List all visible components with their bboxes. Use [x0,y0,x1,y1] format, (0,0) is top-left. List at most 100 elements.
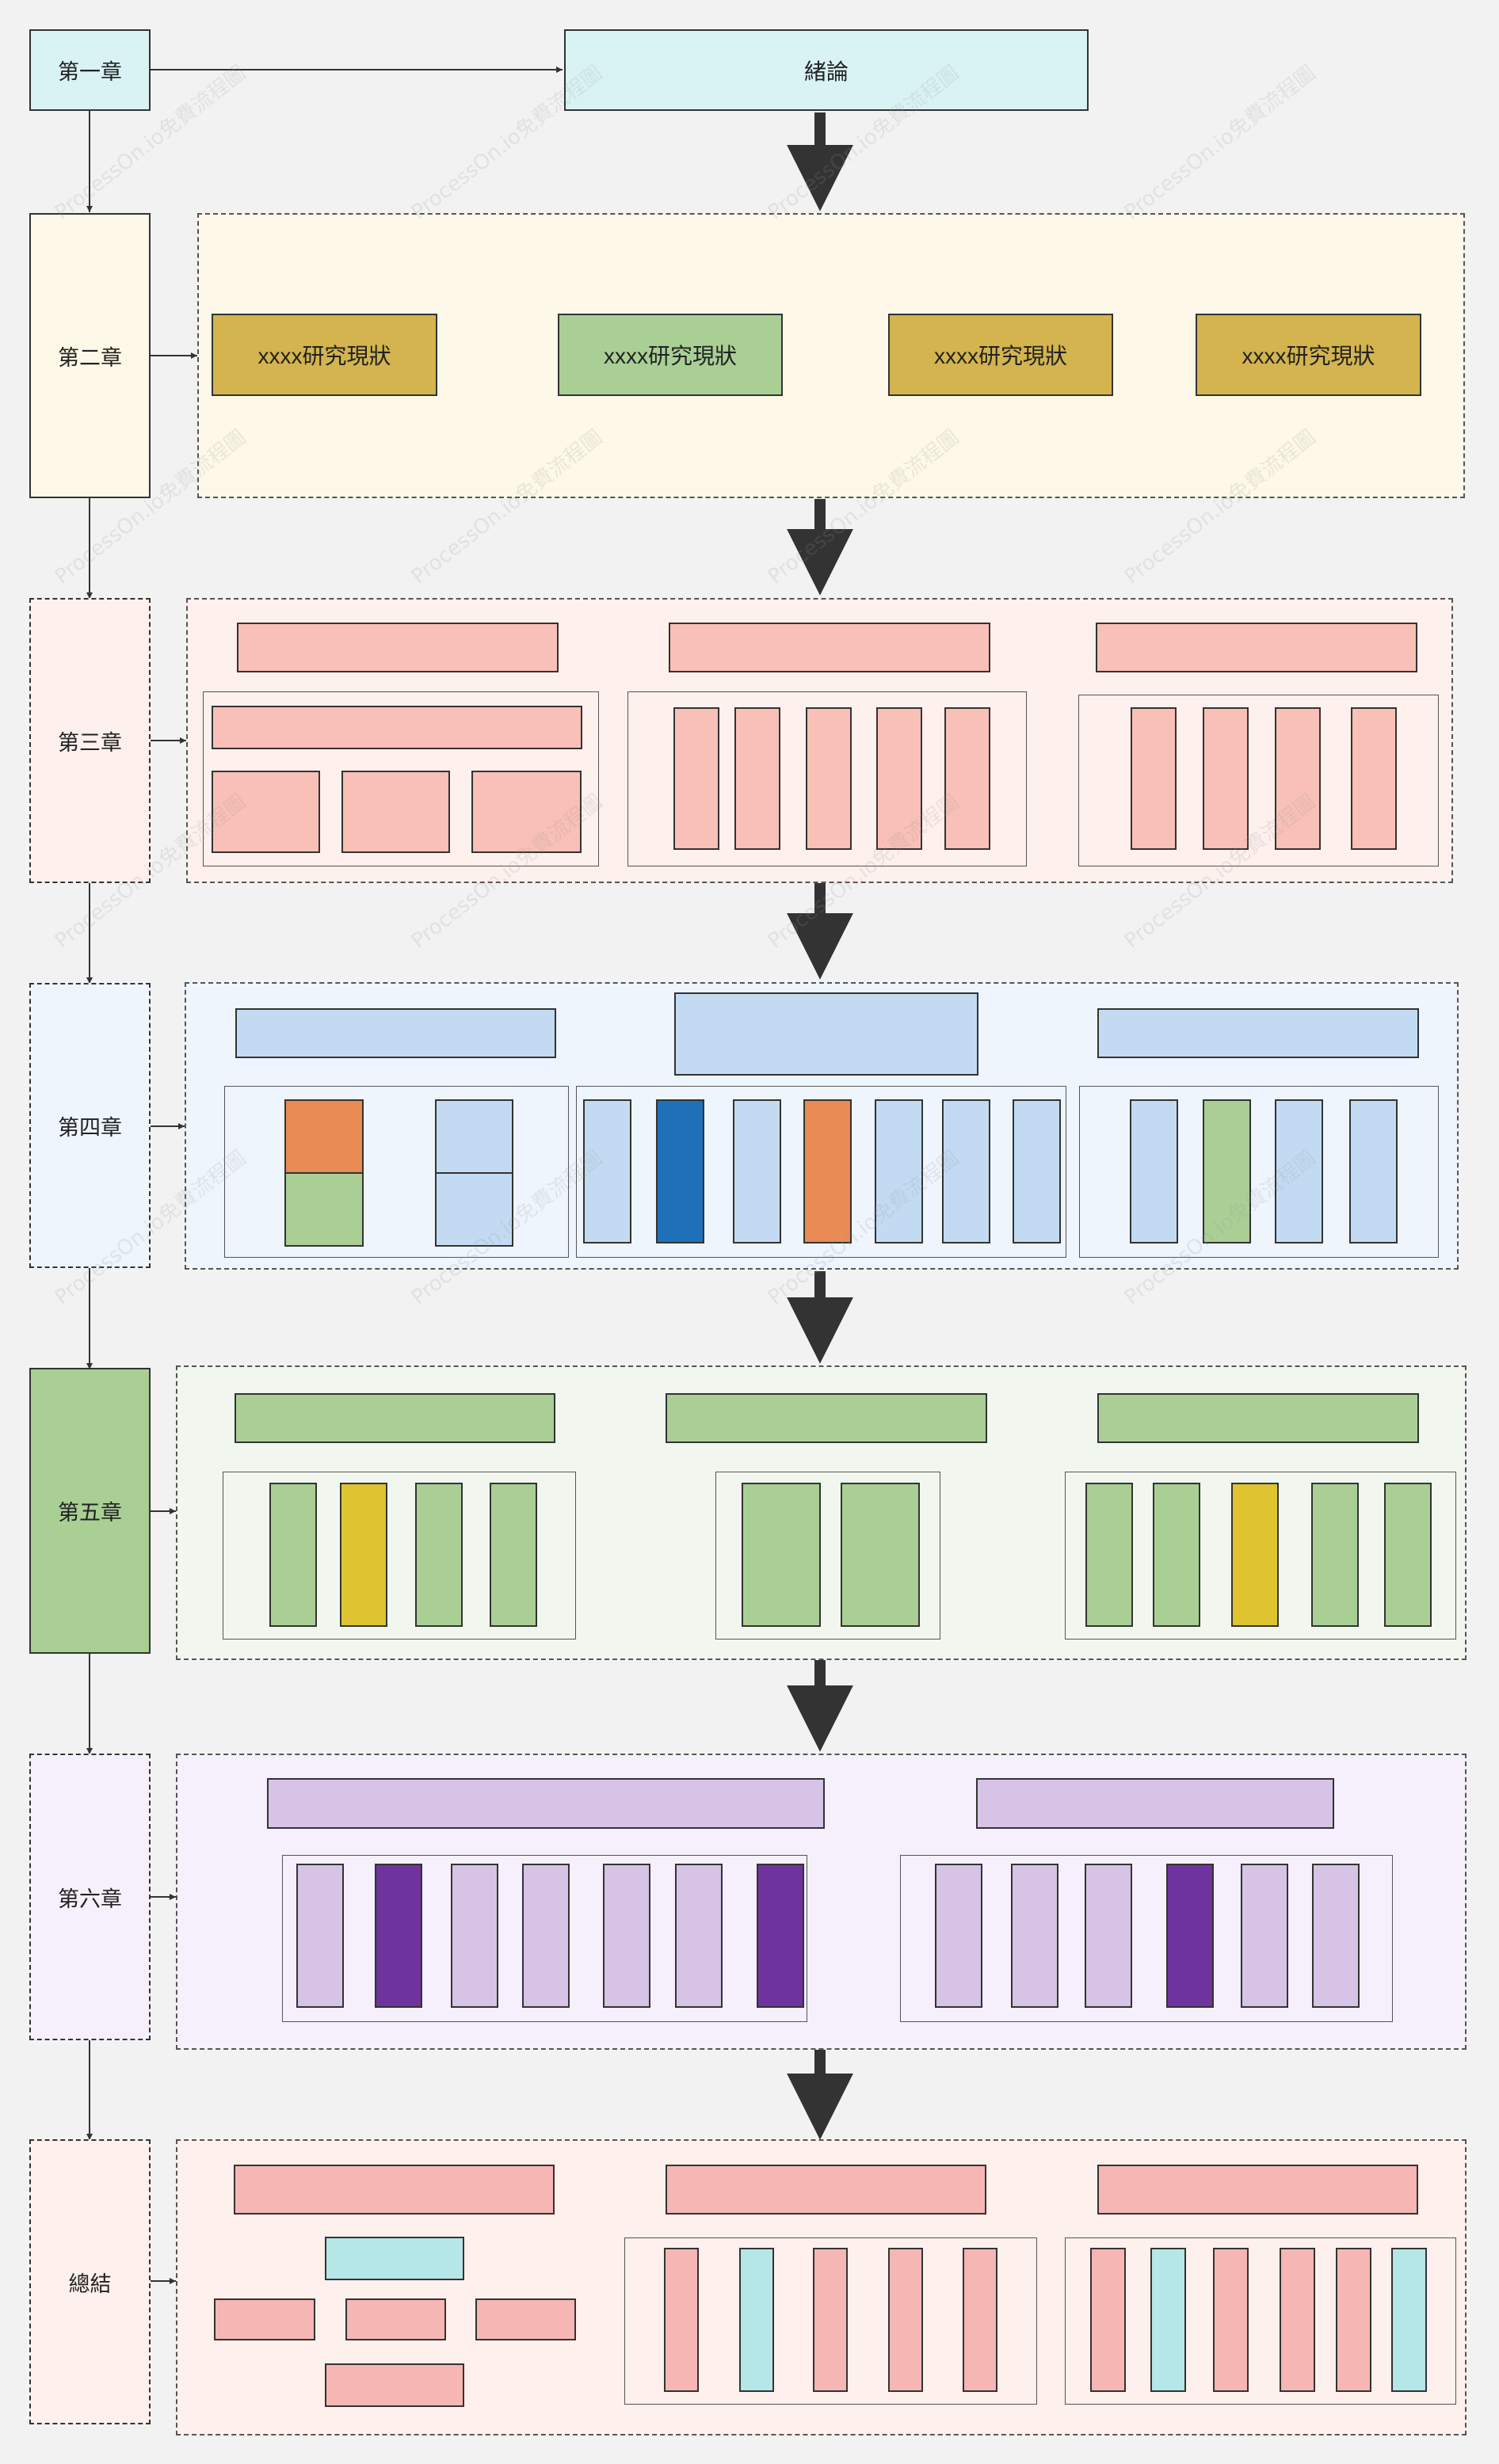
chapter3-bar[interactable] [1131,707,1177,850]
chapter3-item[interactable] [471,771,582,853]
chapter6-bar[interactable] [296,1864,344,2008]
summary-cycle-top[interactable] [325,2237,464,2280]
intro-box[interactable]: 緒論 [564,29,1089,111]
chapter-3-box[interactable]: 第三章 [29,598,151,883]
chapter4-stack-bottom[interactable] [435,1172,513,1247]
chapter3-header-3[interactable] [1096,623,1417,672]
summary-bar[interactable] [1280,2248,1315,2392]
chapter6-bar[interactable] [522,1864,570,2008]
chapter-to-frame-arrows [151,67,563,2284]
chapter-5-box[interactable]: 第五章 [29,1368,151,1654]
chapter5-bar[interactable] [415,1483,463,1627]
chapter4-stack-bottom[interactable] [284,1172,364,1247]
chapter5-bar[interactable] [1153,1483,1200,1627]
summary-cycle-bottom[interactable] [325,2363,464,2407]
chapter3-bar[interactable] [876,707,922,850]
chapter4-header-2[interactable] [674,992,978,1076]
chapter4-group-3 [1079,1086,1439,1258]
chapter4-bar[interactable] [1013,1099,1061,1243]
chapter6-bar[interactable] [1085,1864,1132,2008]
chapter6-bar[interactable] [935,1864,982,2008]
chapter6-bar[interactable] [757,1864,804,2008]
chapter4-group-2 [576,1086,1066,1258]
chapter5-group-2 [715,1472,940,1639]
chapter5-bar[interactable] [1384,1483,1432,1627]
chapter5-bar[interactable] [340,1483,387,1627]
chapter6-bar[interactable] [603,1864,650,2008]
summary-bar[interactable] [1213,2248,1249,2392]
chapter4-bar[interactable] [656,1099,704,1243]
summary-header-3[interactable] [1097,2165,1418,2215]
chapter6-bar[interactable] [1312,1864,1360,2008]
chapter6-group-1 [282,1855,807,2022]
chapter6-bar[interactable] [375,1864,422,2008]
summary-bar[interactable] [963,2248,997,2392]
chapter3-bar[interactable] [806,707,852,850]
chapter5-bar[interactable] [1311,1483,1359,1627]
chapter2-step-3[interactable]: xxxx研究現狀 [888,314,1113,396]
chapter-1-box[interactable]: 第一章 [29,29,151,111]
chapter4-bar[interactable] [1349,1099,1398,1243]
chapter5-bar[interactable] [1085,1483,1133,1627]
chapter3-bar[interactable] [1351,707,1397,850]
chapter5-bar[interactable] [269,1483,317,1627]
chapter3-bar[interactable] [673,707,719,850]
chapter6-header-1[interactable] [267,1778,825,1829]
chapter3-item[interactable] [341,771,450,853]
chapter4-stack-top[interactable] [284,1099,364,1174]
summary-cycle-center[interactable] [345,2298,446,2340]
summary-bar[interactable] [813,2248,848,2392]
chapter6-bar[interactable] [1166,1864,1214,2008]
summary-header-2[interactable] [666,2165,986,2215]
chapter4-header-1[interactable] [235,1008,556,1058]
chapter6-header-2[interactable] [976,1778,1334,1829]
chapter5-bar[interactable] [742,1483,821,1627]
chapter3-header-2[interactable] [669,623,990,672]
chapter4-bar[interactable] [875,1099,923,1243]
chapter4-bar[interactable] [1203,1099,1251,1243]
chapter-6-box[interactable]: 第六章 [29,1754,151,2040]
summary-bar[interactable] [739,2248,774,2392]
summary-header-1[interactable] [234,2165,555,2215]
summary-group-2 [624,2237,1037,2405]
chapter3-bar[interactable] [1275,707,1321,850]
summary-bar[interactable] [888,2248,923,2392]
chapter3-item[interactable] [212,771,320,853]
chapter2-step-4[interactable]: xxxx研究現狀 [1196,314,1421,396]
chapter4-bar[interactable] [942,1099,990,1243]
chapter4-bar[interactable] [1275,1099,1323,1243]
summary-bar[interactable] [1150,2248,1186,2392]
summary-bar[interactable] [1391,2248,1427,2392]
chapter5-bar[interactable] [841,1483,920,1627]
chapter4-bar[interactable] [803,1099,852,1243]
chapter4-stack-top[interactable] [435,1099,513,1174]
chapter6-bar[interactable] [675,1864,723,2008]
summary-cycle-left[interactable] [214,2298,315,2340]
chapter3-header-1[interactable] [237,623,559,672]
summary-bar[interactable] [1090,2248,1126,2392]
chapter6-bar[interactable] [1241,1864,1288,2008]
chapter4-header-3[interactable] [1097,1008,1419,1058]
chapter3-bar[interactable] [944,707,990,850]
summary-box[interactable]: 總結 [29,2139,151,2424]
chapter6-bar[interactable] [1011,1864,1058,2008]
chapter5-header-3[interactable] [1097,1393,1419,1443]
chapter5-bar[interactable] [1231,1483,1279,1627]
chapter6-bar[interactable] [451,1864,498,2008]
chapter3-bar[interactable] [734,707,780,850]
chapter-2-box[interactable]: 第二章 [29,213,151,498]
chapter5-header-1[interactable] [235,1393,555,1443]
summary-bar[interactable] [664,2248,699,2392]
chapter-4-box[interactable]: 第四章 [29,983,151,1268]
chapter4-bar[interactable] [1130,1099,1178,1243]
chapter4-bar[interactable] [733,1099,781,1243]
chapter2-step-1[interactable]: xxxx研究現狀 [212,314,437,396]
chapter5-bar[interactable] [490,1483,537,1627]
summary-cycle-right[interactable] [475,2298,576,2340]
chapter3-bar[interactable] [1203,707,1249,850]
chapter5-header-2[interactable] [666,1393,987,1443]
summary-bar[interactable] [1336,2248,1371,2392]
chapter4-bar[interactable] [583,1099,631,1243]
chapter3-subheader[interactable] [212,706,582,749]
chapter2-step-2[interactable]: xxxx研究現狀 [558,314,783,396]
